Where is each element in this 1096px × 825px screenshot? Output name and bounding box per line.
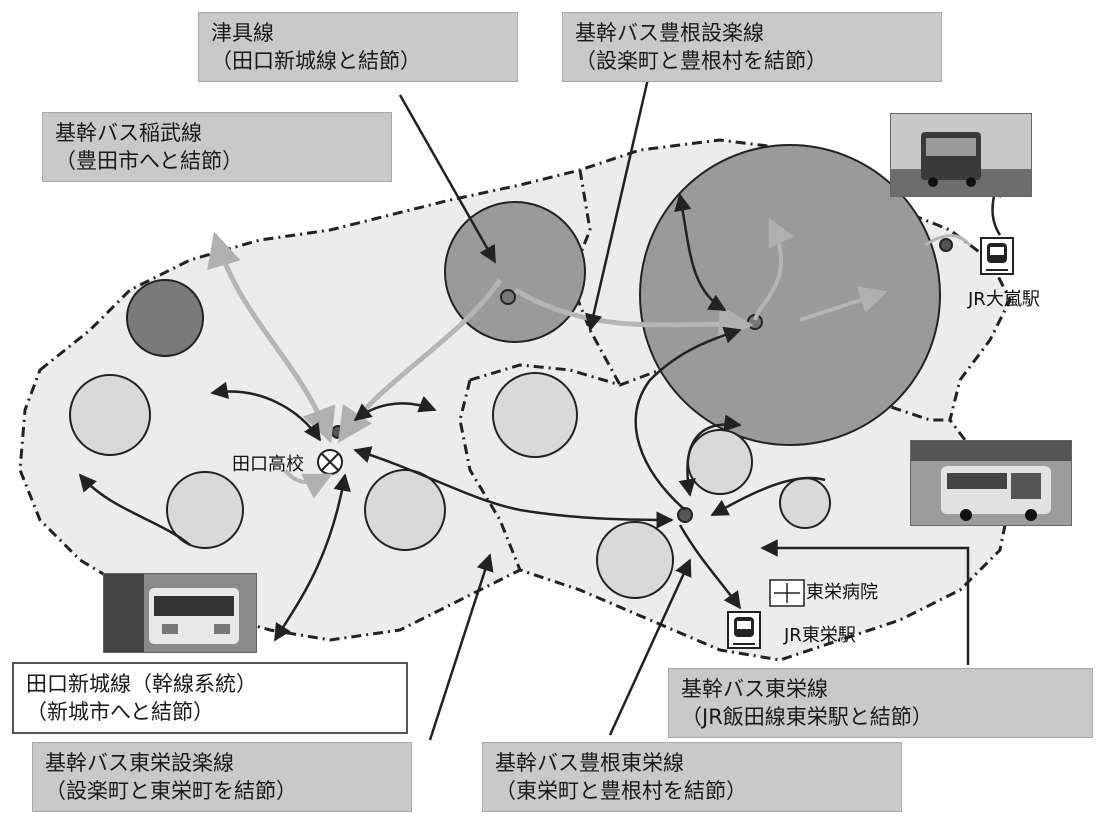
- route-label-title: 基幹バス豊根東栄線: [495, 751, 684, 775]
- route-label-title: 基幹バス東栄設楽線: [45, 751, 234, 775]
- route-west-1: [210, 381, 322, 442]
- station-label-touei: JR東栄駅: [784, 625, 856, 646]
- route-label-subtitle: （豊田市へと結節）: [55, 149, 243, 173]
- hospital-icon: [769, 579, 805, 607]
- train-icon-touei: [727, 611, 761, 649]
- station-label-oarashi: JR大嵐駅: [968, 289, 1040, 310]
- train-icon-oarashi: [980, 237, 1014, 275]
- node-oarashi: [939, 238, 953, 252]
- bus-icon: [911, 441, 1071, 525]
- bus-icon: [104, 574, 256, 652]
- route-toyone-shitara: [585, 69, 652, 332]
- route-toyone-north-light: [753, 217, 794, 321]
- route-touei-toyone: [634, 326, 742, 511]
- school-icon: [317, 449, 343, 475]
- route-taguchi-shinshiro: [273, 473, 351, 642]
- area-circle-northwest: [126, 279, 204, 357]
- route-toyone-touei: [608, 558, 692, 736]
- area-circle-east-2: [779, 477, 831, 529]
- route-label-toyone-shitara: 基幹バス豊根設楽線 （設楽町と豊根村を結節）: [562, 12, 942, 82]
- route-label-title: 基幹バス東栄線: [681, 677, 828, 701]
- area-circle-south: [596, 521, 674, 599]
- route-taguchi-touei: [353, 446, 674, 529]
- route-center-1: [353, 396, 437, 422]
- route-toyone-shitara-light: [513, 287, 754, 341]
- route-label-subtitle: （東栄町と豊根村を結節）: [495, 779, 747, 803]
- area-circle-west-1: [69, 374, 151, 456]
- route-label-touei-shitara: 基幹バス東栄設楽線 （設楽町と東栄町を結節）: [32, 742, 412, 812]
- route-label-title: 田口新城線（幹線系統）: [26, 672, 257, 696]
- route-label-toyone-touei: 基幹バス豊根東栄線 （東栄町と豊根村を結節）: [482, 742, 902, 812]
- route-label-subtitle: （新城市へと結節）: [26, 700, 214, 724]
- route-label-subtitle: （設楽町と東栄町を結節）: [45, 779, 297, 803]
- route-label-title: 基幹バス稲武線: [55, 121, 202, 145]
- route-tsugu: [398, 94, 497, 264]
- area-circle-east-1: [687, 429, 753, 495]
- area-circle-west-2: [166, 471, 244, 549]
- route-touei-shitara: [428, 553, 494, 741]
- bus-icon: [891, 114, 1031, 196]
- route-label-title: 津具線: [211, 21, 274, 45]
- area-circle-center-1: [492, 372, 578, 458]
- school-label: 田口高校: [232, 454, 304, 475]
- route-label-title: 基幹バス豊根設楽線: [575, 21, 764, 45]
- hospital-label: 東栄病院: [806, 582, 878, 603]
- route-west-2: [78, 473, 191, 546]
- route-label-subtitle: （JR飯田線東栄駅と結節）: [681, 705, 933, 729]
- route-oarashi-light: [924, 234, 972, 247]
- route-toyone-north: [674, 193, 727, 312]
- route-east-loop: [678, 414, 742, 497]
- route-label-tsugu: 津具線 （田口新城線と結節）: [198, 12, 518, 82]
- route-label-subtitle: （設楽町と豊根村を結節）: [575, 49, 827, 73]
- bus-photo-right: [910, 440, 1072, 526]
- route-east-2: [710, 476, 826, 517]
- route-touei-line: [760, 539, 970, 665]
- boundary-outer: [18, 138, 1012, 662]
- node-touei: [677, 507, 693, 523]
- area-circle-center-2: [364, 469, 446, 551]
- route-toyone-east-light: [799, 286, 888, 322]
- route-label-taguchi-shinshiro: 田口新城線（幹線系統） （新城市へと結節）: [12, 662, 408, 734]
- route-label-touei: 基幹バス東栄線 （JR飯田線東栄駅と結節）: [668, 668, 1093, 738]
- bus-photo-left: [103, 573, 257, 653]
- route-touei-station: [678, 524, 742, 610]
- route-label-subtitle: （田口新城線と結節）: [211, 49, 421, 73]
- route-label-inabu: 基幹バス稲武線 （豊田市へと結節）: [42, 112, 392, 182]
- bus-photo-top-right: [890, 113, 1032, 197]
- node-tsugu: [500, 289, 516, 305]
